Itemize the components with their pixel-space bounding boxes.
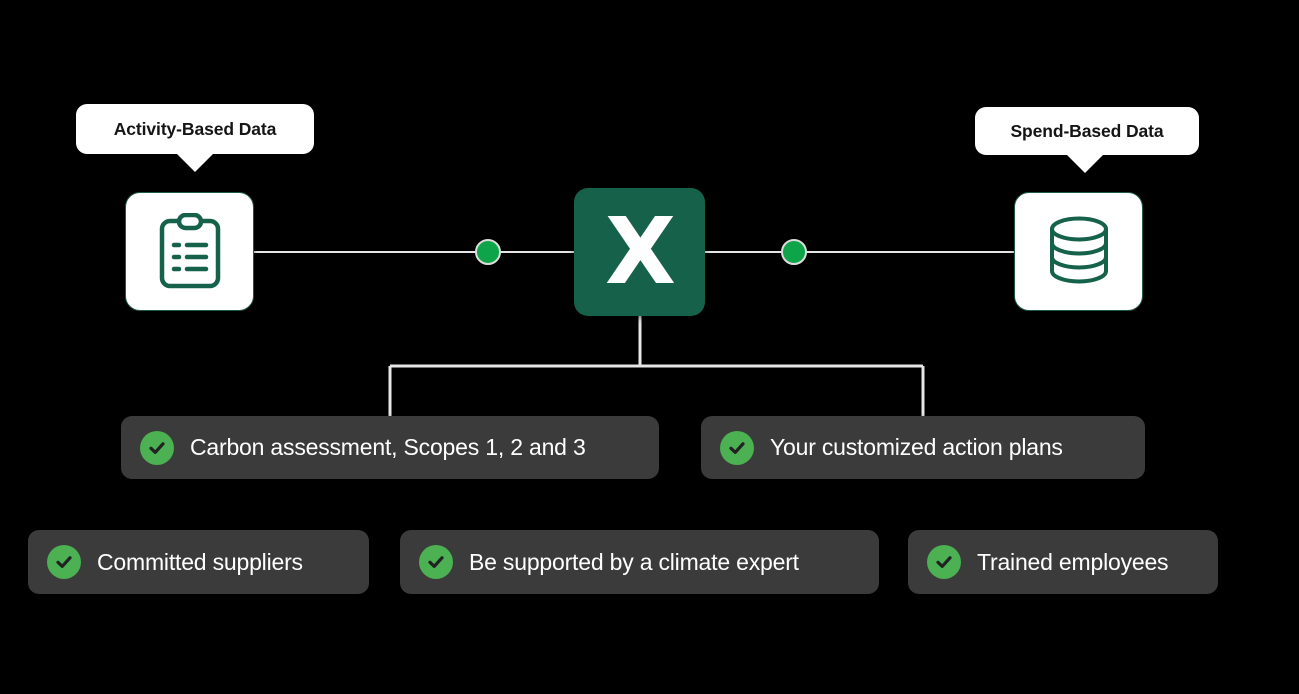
card-trained-employees[interactable]: Trained employees bbox=[908, 530, 1218, 594]
card-label: Your customized action plans bbox=[770, 434, 1063, 460]
spend-data-tile[interactable] bbox=[1014, 192, 1143, 311]
card-action-plans[interactable]: Your customized action plans bbox=[701, 416, 1145, 479]
check-circle-icon bbox=[927, 545, 961, 579]
card-label: Be supported by a climate expert bbox=[469, 548, 799, 575]
card-label: Trained employees bbox=[977, 548, 1169, 575]
check-circle-icon bbox=[720, 430, 754, 465]
activity-data-tile[interactable] bbox=[125, 192, 254, 311]
check-circle-icon bbox=[140, 430, 174, 465]
flow-dot-left bbox=[475, 239, 501, 265]
database-icon bbox=[1049, 216, 1108, 284]
tooltip-tail-icon bbox=[176, 153, 214, 172]
check-circle-icon bbox=[419, 545, 453, 579]
x-logo-letter: X bbox=[605, 198, 676, 305]
card-label: Committed suppliers bbox=[97, 548, 303, 575]
card-climate-expert[interactable]: Be supported by a climate expert bbox=[400, 530, 879, 594]
flow-dot-right bbox=[781, 239, 807, 265]
tooltip-activity-label: Activity-Based Data bbox=[113, 118, 277, 139]
card-label: Carbon assessment, Scopes 1, 2 and 3 bbox=[190, 434, 586, 460]
clipboard-list-icon bbox=[159, 212, 220, 288]
tooltip-spend-based-data: Spend-Based Data bbox=[975, 107, 1199, 173]
card-carbon-assessment[interactable]: Carbon assessment, Scopes 1, 2 and 3 bbox=[121, 416, 659, 479]
tooltip-spend-label: Spend-Based Data bbox=[1010, 120, 1164, 141]
tooltip-tail-icon bbox=[1066, 154, 1104, 173]
center-node-x[interactable]: X bbox=[574, 188, 705, 316]
check-circle-icon bbox=[47, 545, 81, 579]
card-committed-suppliers[interactable]: Committed suppliers bbox=[28, 530, 369, 594]
tooltip-activity-based-data: Activity-Based Data bbox=[76, 104, 314, 172]
